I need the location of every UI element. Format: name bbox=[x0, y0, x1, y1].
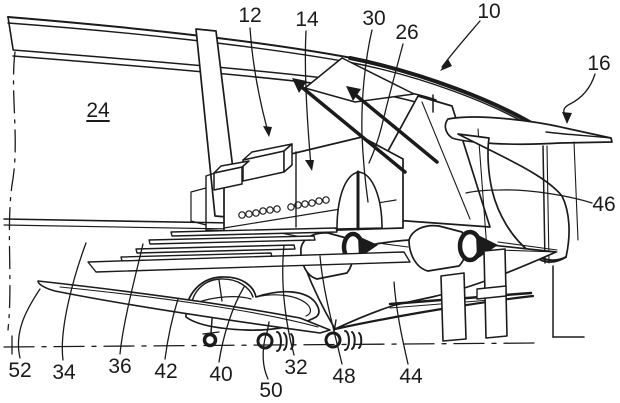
pallet-planks bbox=[87, 227, 411, 273]
ref-label-16: 16 bbox=[587, 52, 611, 75]
left-wing bbox=[37, 280, 331, 334]
nose-wheel bbox=[202, 332, 218, 348]
direction-arrows bbox=[292, 78, 439, 174]
ref-label-34: 34 bbox=[52, 361, 76, 384]
ref-label-36: 36 bbox=[108, 355, 132, 378]
ref-label-50: 50 bbox=[259, 379, 283, 402]
ref-label-32: 32 bbox=[284, 356, 308, 379]
ref-label-30: 30 bbox=[362, 7, 386, 30]
ref-label-48: 48 bbox=[332, 365, 356, 388]
wing-and-engines bbox=[300, 224, 558, 342]
ref-label-46: 46 bbox=[592, 193, 616, 216]
ref-label-40: 40 bbox=[209, 363, 233, 386]
cargo-boxes bbox=[213, 143, 293, 191]
cut-line bbox=[7, 51, 16, 331]
ref-label-52: 52 bbox=[8, 359, 32, 382]
ref-label-42: 42 bbox=[154, 360, 178, 383]
ref-label-44: 44 bbox=[399, 365, 423, 388]
window-row bbox=[238, 196, 330, 219]
ref-label-12: 12 bbox=[238, 4, 262, 27]
cockpit-dome bbox=[190, 278, 254, 314]
small-aircraft bbox=[37, 276, 363, 352]
aft-wing-panel bbox=[457, 133, 570, 263]
ref-label-14: 14 bbox=[295, 8, 319, 31]
ref-label-26: 26 bbox=[395, 21, 419, 44]
ref-label-10: 10 bbox=[477, 0, 501, 23]
leader-lines bbox=[17, 20, 596, 380]
centerline bbox=[3, 335, 538, 355]
roof-door-panel bbox=[304, 57, 415, 103]
ref-label-24: 24 bbox=[86, 99, 110, 122]
main-gear-bogie-rear bbox=[324, 319, 363, 351]
support-leg-left bbox=[440, 272, 467, 342]
fuselage-module bbox=[190, 136, 404, 232]
engine-nacelle-right bbox=[408, 224, 467, 272]
